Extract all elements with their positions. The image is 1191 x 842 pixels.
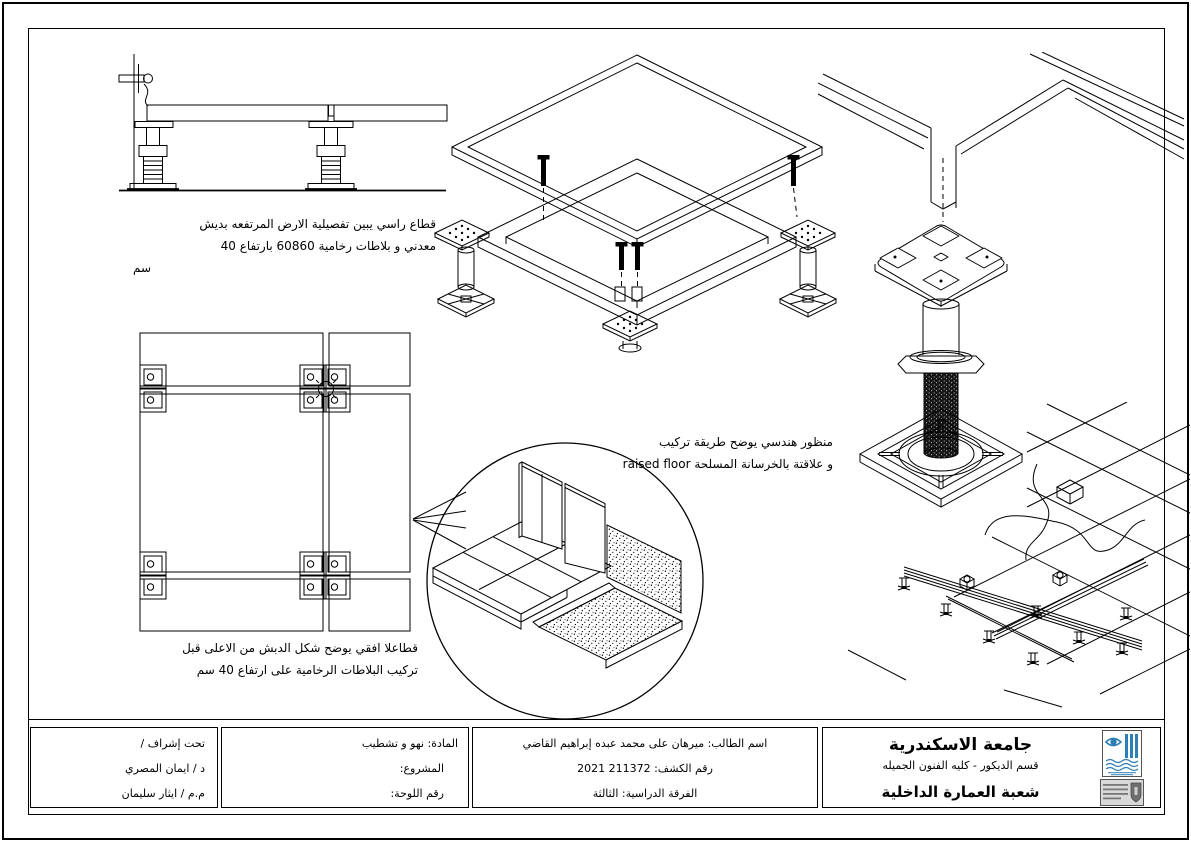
pedestal-right <box>305 121 357 191</box>
student-name: اسم الطالب: ميرهان على محمد عبده إبراهيم… <box>522 737 768 750</box>
pedestal-base <box>858 408 1024 508</box>
supervision-title: تحت إشراف / <box>140 737 205 750</box>
exploded-isometric-drawing <box>433 54 838 353</box>
perspective-label: منظور هندسي يوضح طريقة تركيب و علاقتة با… <box>598 431 833 475</box>
sheet-inner-border <box>28 28 1165 815</box>
detail-leader-lines <box>412 491 467 550</box>
university-text: جامعة الاسكندرية قسم الديكور - كليه الفن… <box>831 728 1090 804</box>
junction-box <box>1055 479 1085 505</box>
horizontal-section-label: قطاعلا افقي يوضح شكل الدبش من الاعلى قبل… <box>152 637 418 681</box>
titleblock-student-box: اسم الطالب: ميرهان على محمد عبده إبراهيم… <box>472 727 818 808</box>
pedestal-left <box>127 121 179 191</box>
vertical-section-label: قطاع راسي يبين تفصيلية الارض المرتفعه بد… <box>133 213 436 279</box>
university-name: جامعة الاسكندرية <box>888 735 1033 755</box>
label-line: قطاع راسي يبين تفصيلية الارض المرتفعه بد… <box>199 217 436 231</box>
student-year: الفرقة الدراسية: الثالثة <box>592 787 698 800</box>
cable <box>1025 463 1050 561</box>
cable <box>984 515 1146 552</box>
pedestal-collar <box>897 350 985 374</box>
screws <box>537 155 800 270</box>
faculty-of-fine-arts-logo-icon <box>1102 730 1142 777</box>
titleblock-course-box: المادة: نهو و تشطيب المشروع: رقم اللوحة: <box>221 727 469 808</box>
vertical-section-drawing <box>118 54 448 192</box>
floor-grid-isometric-drawing <box>847 402 1190 708</box>
pedestal-leg-right <box>778 246 838 318</box>
university-division: شعبة العمارة الداخلية <box>881 783 1040 801</box>
label-line: سم <box>133 261 152 275</box>
supervisor-name: د / ايمان المصري <box>125 762 205 775</box>
pedestal-head <box>874 224 1008 307</box>
student-list-number: رقم الكشف: 211372 2021 <box>577 762 713 775</box>
titleblock-divider <box>28 719 1165 720</box>
label-line: تركيب البلاطات الرخامية على ارتفاع 40 سم <box>196 663 418 677</box>
titleblock-supervision-box: تحت إشراف / د / ايمان المصري م.م / ايثار… <box>30 727 218 808</box>
supervisor-name: م.م / ايثار سليمان <box>121 787 205 800</box>
university-department: قسم الديكور - كليه الفنون الجميله <box>882 759 1039 772</box>
course-project: المشروع: <box>399 762 444 775</box>
floor-plan-drawing <box>139 332 467 632</box>
alexandria-university-logo-icon <box>1100 779 1144 806</box>
label-line: قطاعلا افقي يوضح شكل الدبش من الاعلى قبل <box>182 641 418 655</box>
label-line: و علاقتة بالخرسانة المسلحة raised floor <box>622 457 833 471</box>
label-line: معدني و بلاطات رخامية 60860 بارتفاع 40 <box>220 239 436 253</box>
stringers <box>903 566 1143 651</box>
pedestal-detail-drawing <box>818 52 1185 508</box>
pedestal-leg-left <box>436 246 496 318</box>
slab-grid <box>991 403 1190 637</box>
label-line: منظور هندسي يوضح طريقة تركيب <box>658 435 833 449</box>
titleblock-university-box: جامعة الاسكندرية قسم الديكور - كليه الفن… <box>822 727 1161 808</box>
detail-circle-drawing <box>426 442 704 720</box>
sheet-number: رقم اللوحة: <box>390 787 444 800</box>
course-material: المادة: نهو و تشطيب <box>361 737 458 750</box>
